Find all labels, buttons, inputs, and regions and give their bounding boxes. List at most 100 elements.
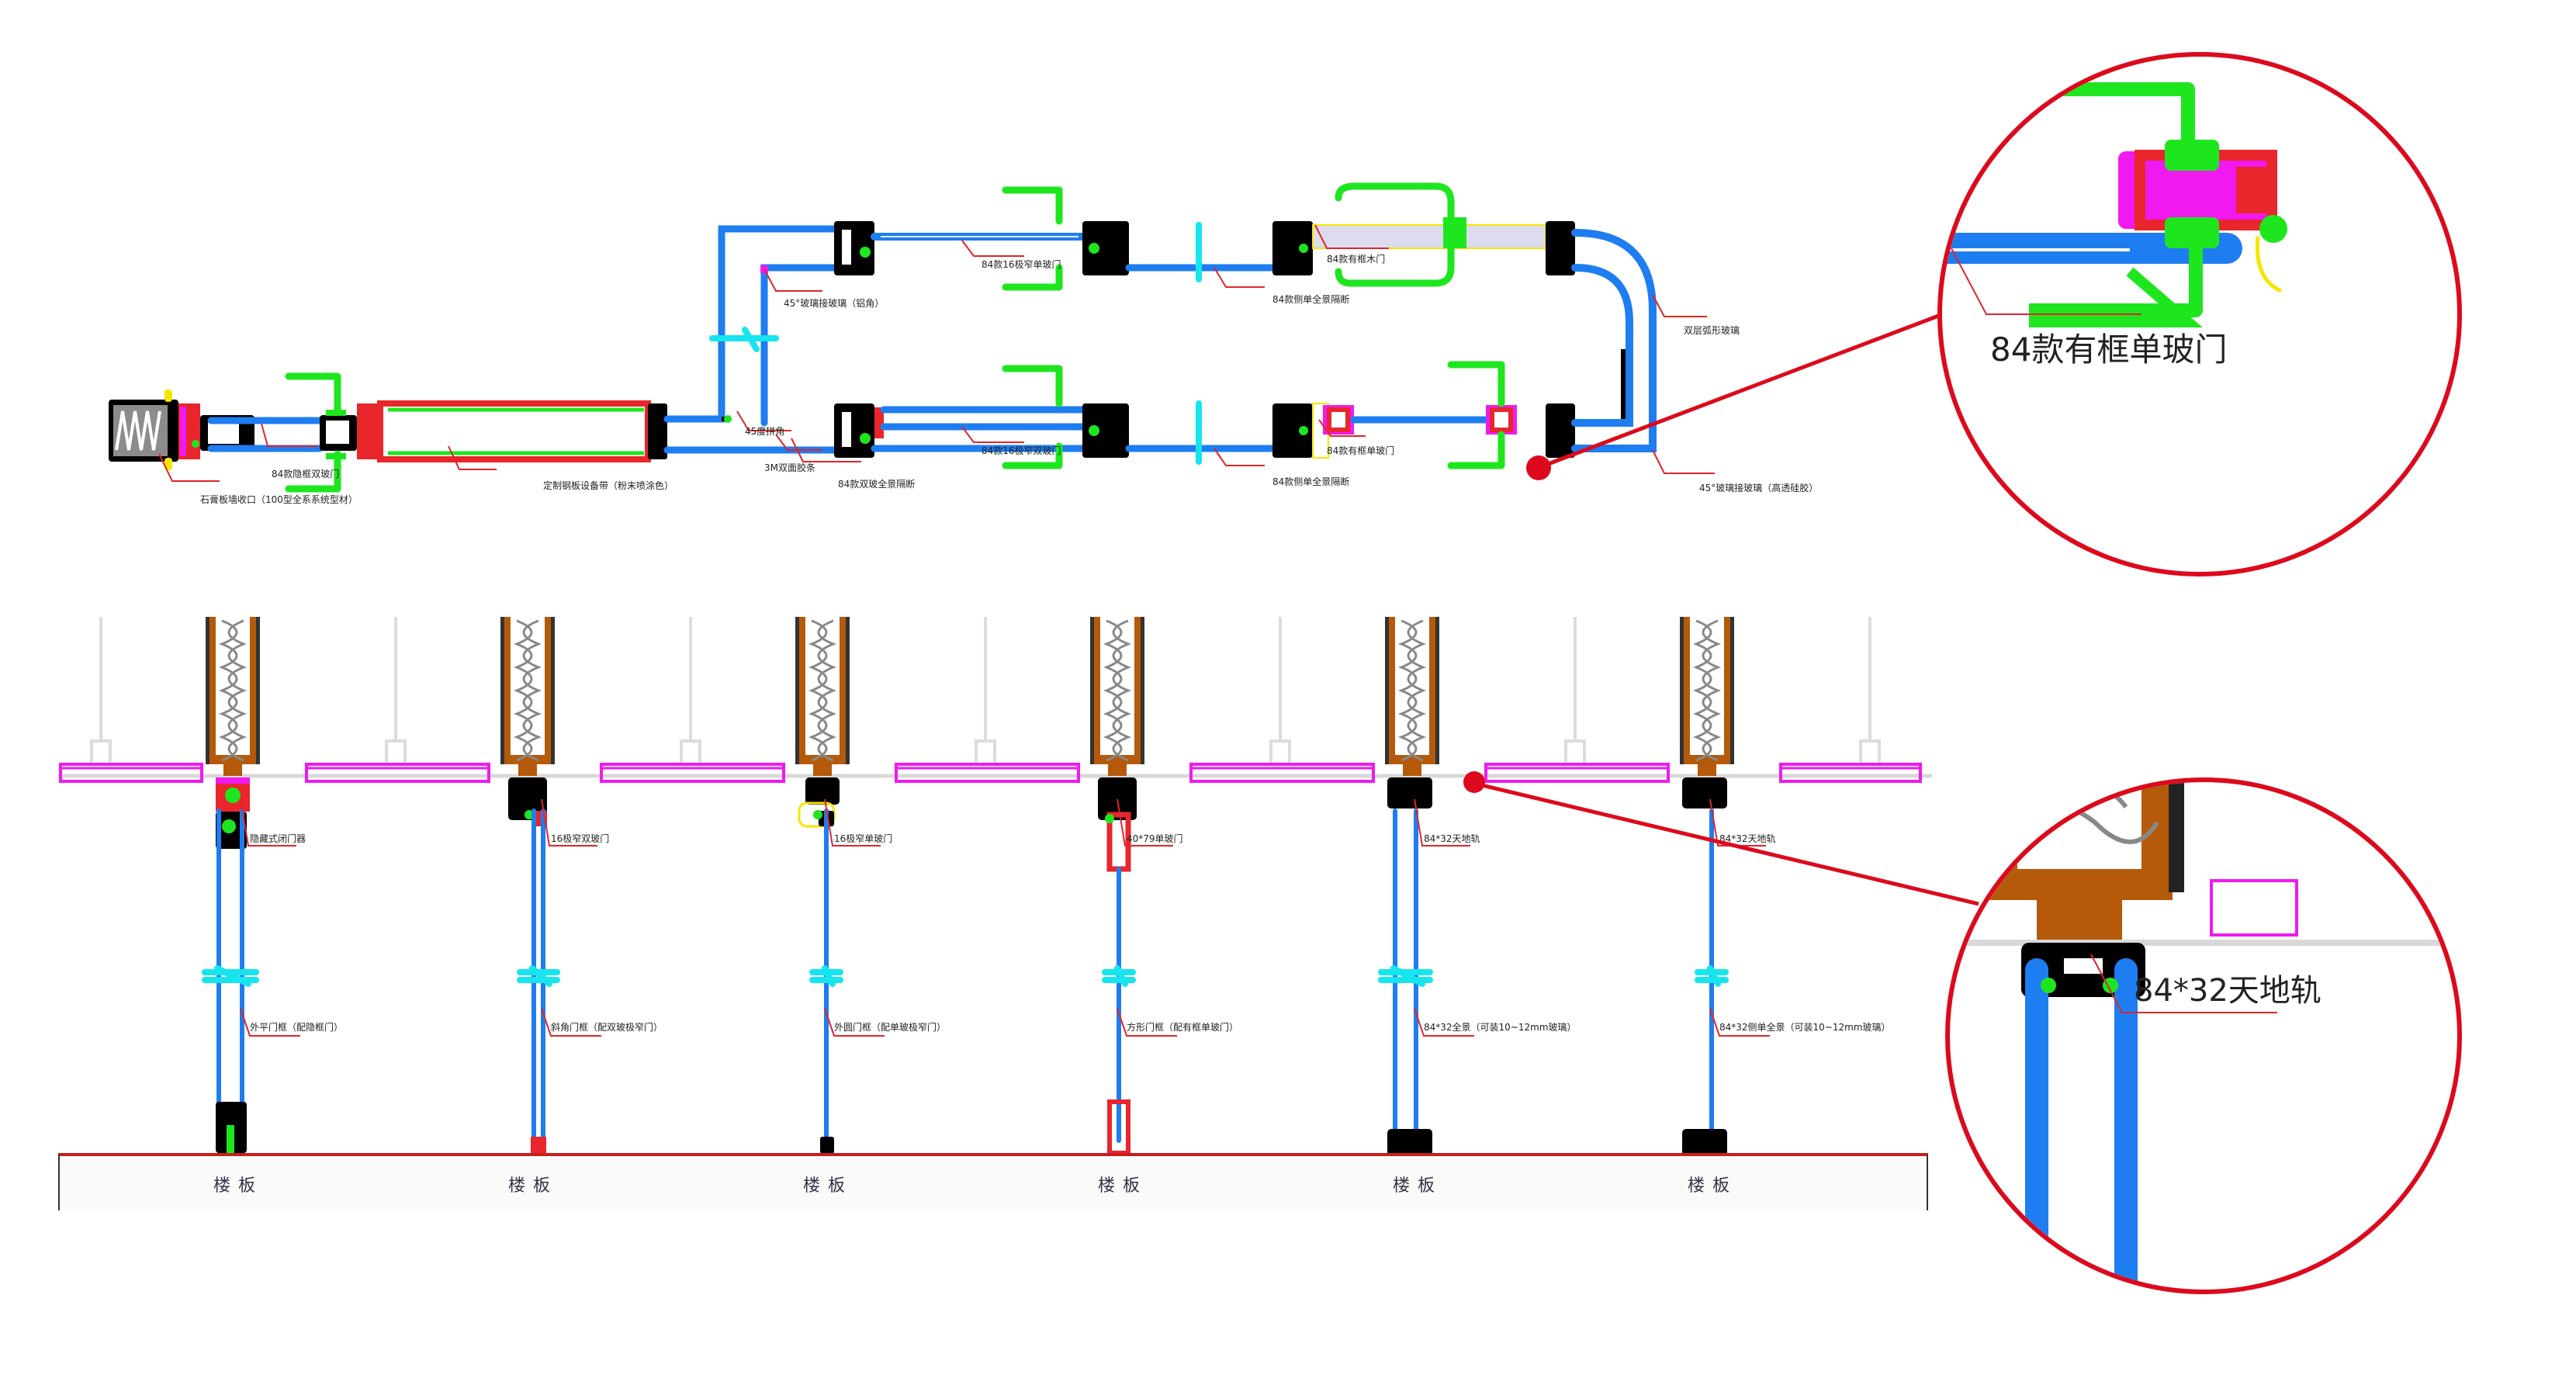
- leader-line: [824, 1008, 885, 1037]
- leader-line: [1709, 1008, 1770, 1037]
- sill-profile: [820, 1137, 834, 1154]
- label-framed-single-glass-door: 84款有框单玻门: [1327, 445, 1394, 456]
- label-curved-glass: 双层弧形玻璃: [1684, 325, 1740, 336]
- magnifier-bottom: 84*32天地轨: [1481, 777, 2462, 1294]
- sill-profile: [1682, 1129, 1727, 1156]
- floor-label: 楼板: [508, 1176, 558, 1196]
- section-top-label: 84*32天地轨: [1424, 833, 1480, 844]
- ceiling-hangers: [90, 617, 1881, 766]
- section-mid-label: 外平门框（配隐框门）: [250, 1021, 343, 1033]
- label-glass-45-silicone: 45°玻璃接玻璃（高透硅胶）: [1699, 482, 1818, 493]
- head-profile: [798, 777, 840, 828]
- ceiling-hanger: [680, 617, 701, 766]
- magnifier-top-label: 84款有框单玻门: [1990, 331, 2227, 369]
- leader-line: [541, 1008, 601, 1037]
- ceiling-panel: [1189, 763, 1375, 783]
- insulated-wall: [1680, 617, 1734, 776]
- section-mid-label: 斜角门框（配双玻极窄门）: [551, 1021, 663, 1033]
- side-single-partition-upper: [1125, 221, 1313, 282]
- ceiling-hanger: [385, 617, 407, 766]
- frame-profile-lower-left: [834, 403, 884, 458]
- framed-single-glass-door: [1312, 361, 1575, 469]
- insulated-wall: [1385, 617, 1439, 776]
- ceiling-hanger: [975, 617, 996, 766]
- leader-line: [1117, 1008, 1177, 1037]
- break-mark: [517, 965, 560, 987]
- break-mark: [202, 965, 259, 987]
- sill-profile: [1387, 1129, 1432, 1156]
- label-narrow-single-door: 84款16极窄单玻门: [982, 258, 1061, 270]
- label-hidden-frame-double-door: 84款隐框双玻门: [272, 468, 339, 480]
- plan-leader-lines: [158, 224, 1715, 482]
- head-profile: [1387, 777, 1432, 808]
- floor-label: 楼板: [213, 1176, 263, 1196]
- insulated-wall: [1090, 617, 1144, 776]
- ceiling-panels: [59, 763, 1922, 783]
- floor-label: 楼板: [1098, 1176, 1148, 1196]
- curved-double-glass: [1571, 229, 1657, 452]
- hidden-frame-double-door: [207, 372, 357, 493]
- frame-profile-upper-left: [834, 221, 874, 275]
- framed-wood-door: [1312, 182, 1575, 287]
- callout-marker-top: [1526, 455, 1551, 480]
- section-top-label: 隐藏式闭门器: [250, 833, 306, 844]
- glass-partition-left-bend: [663, 225, 842, 454]
- head-profile: [1098, 777, 1137, 872]
- floor-label: 楼板: [1393, 1176, 1442, 1196]
- section-mid-label: 84*32全景（可装10~12mm玻璃）: [1424, 1021, 1577, 1033]
- ceiling-hanger: [1269, 617, 1291, 766]
- ceiling-panel: [895, 763, 1080, 783]
- ceiling-panel: [600, 763, 785, 783]
- leader-line: [824, 798, 881, 847]
- break-mark: [1378, 965, 1433, 987]
- leader-line: [541, 798, 597, 847]
- plan-view: 石膏板墙收口（100型全系系统型材） 84款隐框双玻门 定制钢板设备带（粉末喷涂…: [109, 182, 1818, 505]
- leader-line: [240, 798, 296, 847]
- leader-line: [1709, 798, 1766, 847]
- insulated-wall: [795, 617, 850, 776]
- break-mark: [809, 965, 843, 987]
- section-mid-label: 方形门框（配有框单玻门）: [1127, 1021, 1238, 1033]
- break-mark: [1695, 965, 1729, 987]
- plan-labels: 石膏板墙收口（100型全系系统型材） 84款隐框双玻门 定制钢板设备带（粉末喷涂…: [200, 253, 1818, 505]
- label-steel-equipment-band: 定制钢板设备带（粉末喷涂色）: [543, 480, 673, 491]
- narrow-double-glass-door: [871, 365, 1129, 469]
- steel-equipment-band: [357, 400, 667, 462]
- gypsum-wall-closure: [109, 390, 254, 470]
- insulated-wall: [500, 617, 555, 776]
- label-side-single-partition-upper: 84款侧单全景隔断: [1272, 293, 1349, 305]
- magnifier-bottom-label: 84*32天地轨: [2134, 973, 2322, 1009]
- leader-line: [1414, 798, 1470, 847]
- label-narrow-double-door: 84款16极窄双玻门: [982, 445, 1061, 456]
- insulated-wall: [206, 617, 260, 776]
- label-tape-3m: 3M双面胶条: [764, 462, 815, 473]
- section-column: 84*32天地轨 84*32全景（可装10~12mm玻璃）: [1378, 617, 1577, 1156]
- leader-line: [1414, 1008, 1474, 1037]
- leader-line: [240, 1008, 300, 1037]
- ceiling-panel: [1779, 763, 1922, 783]
- label-miter-45: 45度拼角: [745, 425, 784, 437]
- label-gypsum-closure: 石膏板墙收口（100型全系系统型材）: [200, 493, 358, 505]
- narrow-single-glass-door: [871, 186, 1129, 291]
- ceiling-hanger: [1564, 617, 1586, 766]
- head-profile: [216, 777, 250, 849]
- section-mid-label: 外圆门框（配单玻极窄门）: [834, 1021, 946, 1033]
- label-glass-45-aluminum: 45°玻璃接玻璃（铝角）: [784, 297, 884, 309]
- ceiling-panel: [305, 763, 490, 783]
- ceiling-panel: [1484, 763, 1670, 783]
- section-top-label: 16极窄双玻门: [551, 833, 609, 844]
- sill-profile: [531, 1137, 546, 1154]
- ceiling-panel: [59, 763, 203, 783]
- section-top-label: 84*32天地轨: [1719, 833, 1776, 844]
- ceiling-hanger: [90, 617, 112, 766]
- ceiling-hanger: [1859, 617, 1881, 766]
- label-framed-wood-door: 84款有框木门: [1327, 253, 1385, 265]
- section-top-label: 16极窄单玻门: [834, 833, 892, 844]
- floor-label: 楼板: [1688, 1176, 1737, 1196]
